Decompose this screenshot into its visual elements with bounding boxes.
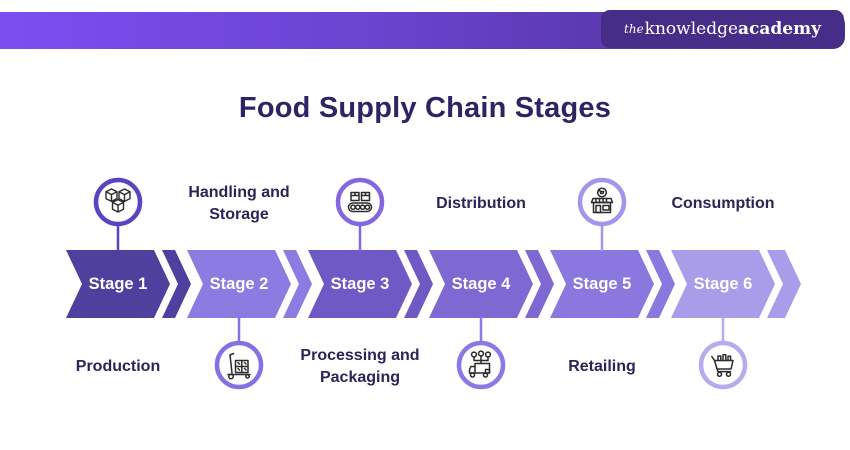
stage-chevron-2 <box>187 250 291 318</box>
phase-label-consumption: Consumption <box>671 194 775 212</box>
stage-chevron-3 <box>308 250 412 318</box>
stage-label-5: Stage 5 <box>572 275 632 293</box>
logo-word-academy: academy <box>738 19 821 39</box>
stage-chevron-1 <box>66 250 170 318</box>
stacked-boxes-icon <box>101 185 135 219</box>
stage-chevron-5 <box>550 250 654 318</box>
shopping-cart-icon <box>706 348 740 382</box>
storefront-icon <box>585 185 619 219</box>
logo-word-the: the <box>624 22 644 36</box>
logo-word-knowledge: knowledge <box>644 19 739 39</box>
icon-ring-stage6 <box>698 340 748 390</box>
phase-label-production: Production <box>75 357 161 375</box>
stage-label-3: Stage 3 <box>330 275 390 293</box>
chevron-separator-4 <box>525 250 554 318</box>
icon-ring-stage2 <box>214 340 264 390</box>
phase-label-retailing: Retailing <box>568 357 636 375</box>
stage-label-1: Stage 1 <box>88 275 148 293</box>
stage-label-6: Stage 6 <box>693 275 753 293</box>
phase-label-handling: Handling and Storage <box>188 183 290 223</box>
delivery-truck-network-icon <box>464 348 498 382</box>
phase-label-processing: Processing and Packaging <box>300 346 420 386</box>
icon-ring-stage3 <box>335 177 385 227</box>
stage-label-2: Stage 2 <box>209 275 269 293</box>
phase-label-distribution: Distribution <box>436 194 526 212</box>
chevron-separator-5 <box>646 250 675 318</box>
stage-chevron-6 <box>671 250 775 318</box>
chevron-separator-1 <box>162 250 191 318</box>
chevron-separator-6 <box>767 250 801 318</box>
chevron-separator-2 <box>283 250 312 318</box>
stage-label-4: Stage 4 <box>451 275 511 293</box>
page-title: Food Supply Chain Stages <box>238 92 612 124</box>
conveyor-belt-icon <box>343 185 377 219</box>
chevron-separator-3 <box>404 250 433 318</box>
stage-chevron-4 <box>429 250 533 318</box>
hand-truck-icon <box>222 348 256 382</box>
